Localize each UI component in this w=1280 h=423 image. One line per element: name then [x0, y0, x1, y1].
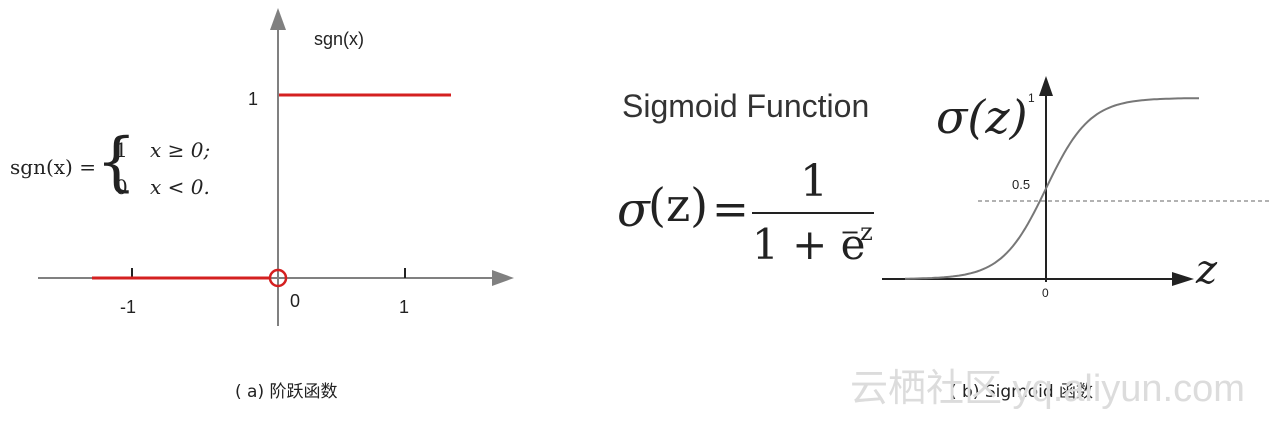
sigmoid-formula-arg: (z) [648, 178, 709, 232]
step-y-tick-1: 1 [248, 89, 259, 109]
sigmoid-x-arrow [1172, 272, 1194, 286]
sigmoid-formula-sigma: σ [617, 182, 650, 238]
sigmoid-y-arrow [1039, 76, 1053, 96]
sigmoid-x-axis-label: z [1196, 247, 1218, 293]
sigmoid-curve [905, 97, 1199, 280]
step-formula-lhs: sgn(x) = [10, 155, 96, 179]
step-y-arrow [270, 8, 286, 30]
watermark: 云栖社区 yq.aliyun.com [850, 368, 1245, 410]
sigmoid-caption: ( b) Sigmoid 函数 [950, 382, 1094, 402]
sigmoid-y-tick-half: 0.5 [1012, 177, 1031, 192]
step-formula-case2-value: 0 [115, 175, 128, 199]
step-open-circle [268, 268, 288, 288]
sigmoid-formula-exponent: −z [840, 218, 873, 246]
sigmoid-y-axis-label: σ(z) [936, 90, 1028, 144]
sigmoid-y-tick-1: 1 [1028, 91, 1035, 105]
sigmoid-formula-fraction-bar [752, 212, 874, 214]
step-x-tick-0: 0 [290, 291, 301, 311]
step-x-tick-1: 1 [399, 297, 410, 317]
step-formula-case1-value: 1 [115, 138, 128, 162]
sigmoid-x-tick-0: 0 [1042, 286, 1049, 300]
sigmoid-title: Sigmoid Function [622, 88, 870, 124]
sigmoid-formula-equals: = [712, 184, 749, 235]
sigmoid-formula-denominator: 1 + e [752, 220, 866, 269]
sigmoid-formula-numerator: 1 [800, 156, 828, 207]
step-formula-case1-condition: x ≥ 0; [150, 138, 211, 162]
step-x-tick-neg1: -1 [120, 297, 137, 317]
step-caption: ( a) 阶跃函数 [235, 382, 338, 402]
step-y-label: sgn(x) [314, 29, 365, 49]
step-x-arrow [492, 270, 514, 286]
step-formula-case2-condition: x < 0. [150, 175, 210, 199]
step-formula-brace: { [96, 125, 137, 199]
